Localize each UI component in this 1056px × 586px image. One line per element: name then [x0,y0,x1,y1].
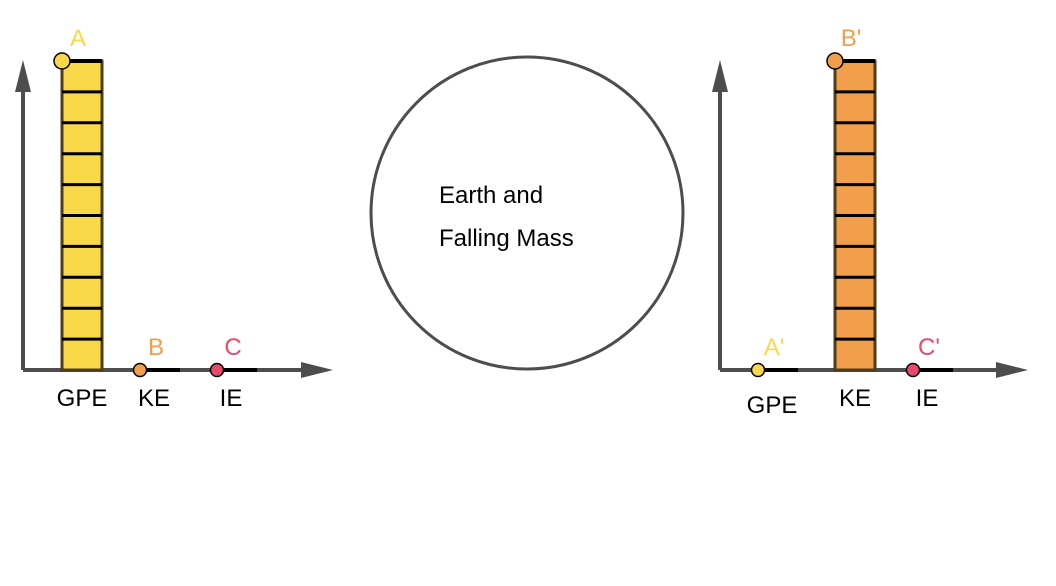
bar-handle-C' [905,362,921,378]
final-energy-bar-chart: A' GPE B' KE C' IE [712,25,1028,419]
point-label: C' [918,334,940,361]
system-circle: Earth and Falling Mass [369,55,685,371]
category-label-ie: IE [916,385,939,412]
category-label-ke: KE [138,385,170,412]
bar-handle-A [53,52,71,70]
point-label: A' [764,334,785,361]
x-axis-arrow-icon [301,362,333,378]
system-label-line2: Falling Mass [439,225,574,252]
point-label: C [224,334,241,361]
system-boundary [369,55,685,371]
bar-handle-B' [826,52,844,70]
system-label-line1: Earth and [439,182,543,209]
category-label-ke: KE [839,385,871,412]
category-label-gpe: GPE [747,392,798,419]
y-axis-arrow-icon [712,60,728,92]
category-label-gpe: GPE [57,385,108,412]
point-label: A [70,25,86,52]
bar-handle-B [132,362,148,378]
bar-handle-C [209,362,225,378]
bar-handle-A' [750,362,766,378]
point-label: B' [841,25,862,52]
initial-energy-bar-chart: A GPE B KE C IE [15,25,333,412]
category-label-ie: IE [220,385,243,412]
point-label: B [148,334,164,361]
y-axis-arrow-icon [15,60,31,92]
x-axis-arrow-icon [996,362,1028,378]
